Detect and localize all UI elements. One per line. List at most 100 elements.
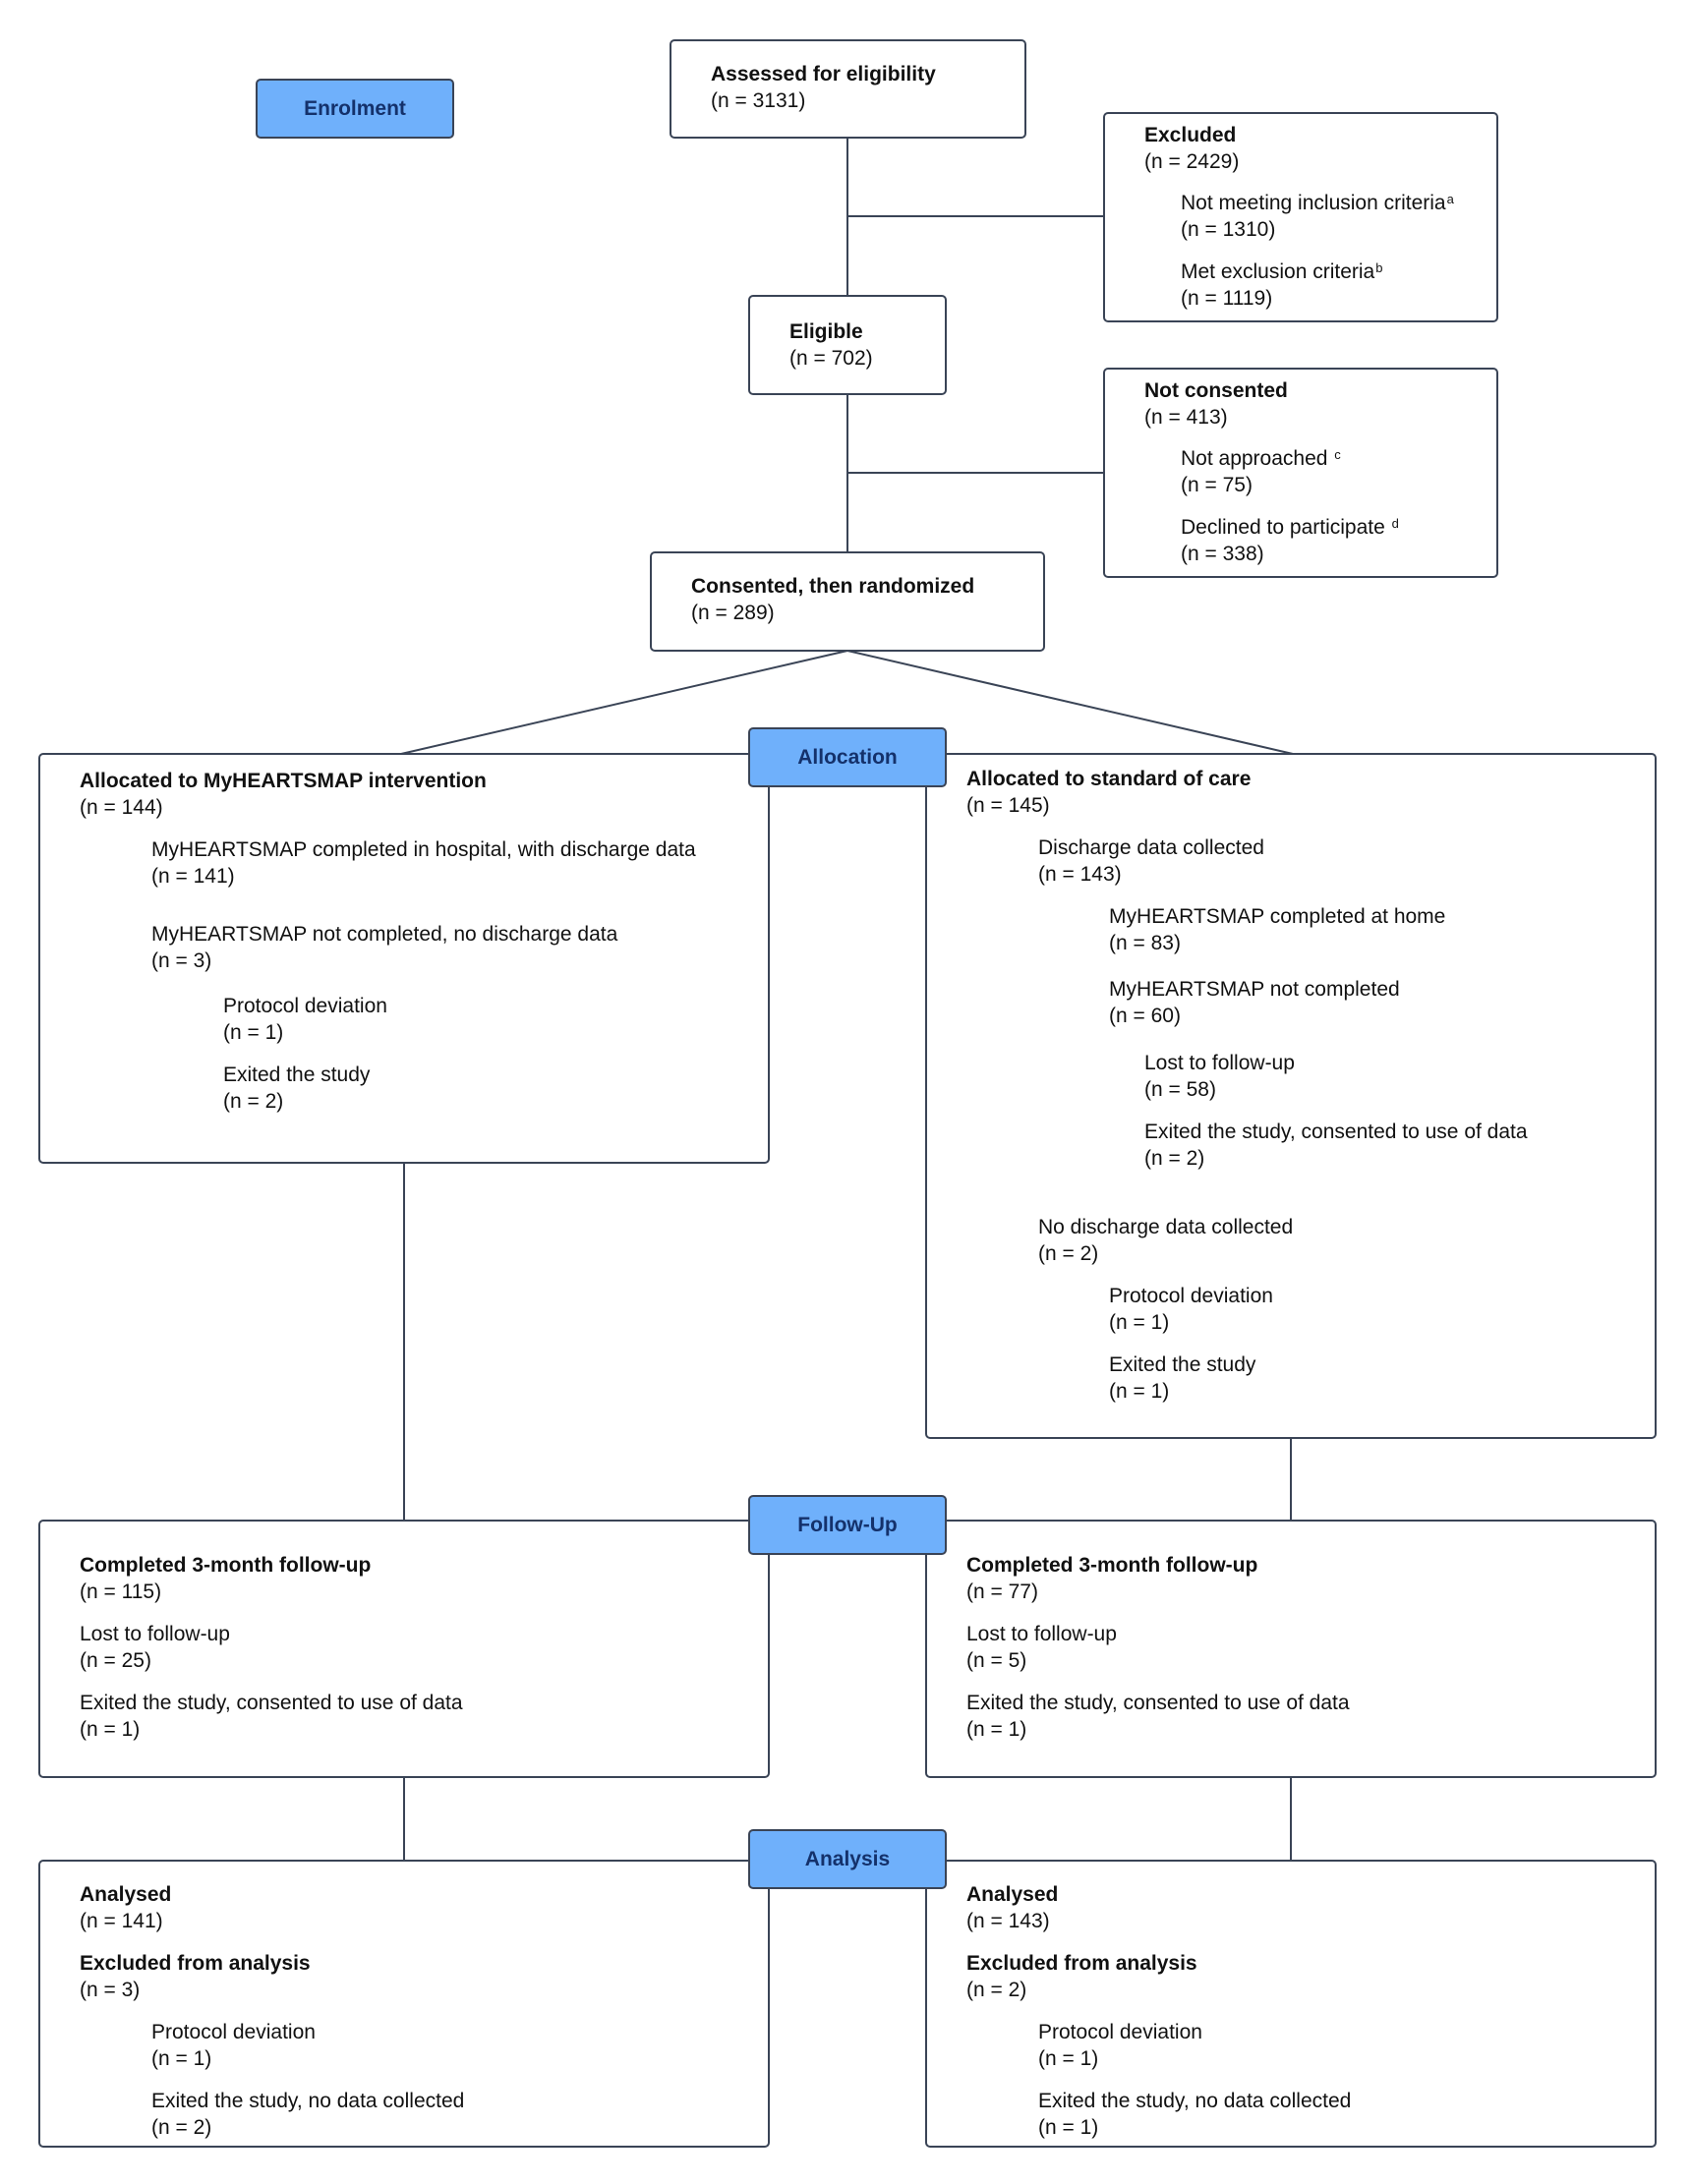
analysis-right-analysed-count: (n = 143) <box>966 1910 1050 1932</box>
connector-randomized-left <box>400 650 848 755</box>
alloc-right-no-discharge-count: (n = 2) <box>1038 1242 1099 1265</box>
alloc-right-lost-count: (n = 58) <box>1144 1078 1216 1101</box>
eligible-title: Eligible <box>789 320 863 343</box>
follow-right-completed-count: (n = 77) <box>966 1581 1038 1603</box>
excluded-box: Excluded (n = 2429) Not meeting inclusio… <box>1103 112 1498 322</box>
exclusion-criteria-label: Met exclusion criteriab <box>1181 259 1382 285</box>
alloc-left-exited-label: Exited the study <box>223 1063 371 1086</box>
alloc-left-deviation-count: (n = 1) <box>223 1021 284 1044</box>
alloc-left-not-completed-count: (n = 3) <box>151 949 212 972</box>
analysis-left-analysed-count: (n = 141) <box>80 1910 163 1932</box>
analysis-right-deviation-count: (n = 1) <box>1038 2047 1099 2070</box>
alloc-right-not-completed-label: MyHEARTSMAP not completed <box>1109 978 1400 1001</box>
footnote-c: c <box>1334 447 1341 462</box>
alloc-left-deviation-label: Protocol deviation <box>223 995 387 1017</box>
alloc-right-deviation-count: (n = 1) <box>1109 1311 1170 1334</box>
exclusion-criteria-text: Met exclusion criteria <box>1181 260 1375 283</box>
alloc-right-deviation-label: Protocol deviation <box>1109 1285 1273 1307</box>
allocation-standard-care-box: Allocated to standard of care (n = 145) … <box>925 753 1657 1439</box>
analysis-intervention-box: Analysed (n = 141) Excluded from analysi… <box>38 1860 770 2148</box>
analysis-right-deviation-label: Protocol deviation <box>1038 2021 1202 2043</box>
follow-left-exited-count: (n = 1) <box>80 1718 141 1741</box>
declined-text: Declined to participate <box>1181 516 1385 539</box>
footnote-b: b <box>1375 260 1383 275</box>
footnote-a: a <box>1446 192 1454 206</box>
analysis-right-exited-count: (n = 1) <box>1038 2116 1099 2139</box>
analysis-left-analysed-label: Analysed <box>80 1883 172 1906</box>
follow-right-lost-label: Lost to follow-up <box>966 1623 1117 1645</box>
alloc-right-exited-label: Exited the study <box>1109 1353 1256 1376</box>
alloc-left-title: Allocated to MyHEARTSMAP intervention <box>80 770 487 792</box>
alloc-right-title: Allocated to standard of care <box>966 768 1252 790</box>
follow-left-exited-label: Exited the study, consented to use of da… <box>80 1692 463 1714</box>
not-consented-count: (n = 413) <box>1144 406 1228 429</box>
assessed-title: Assessed for eligibility <box>711 63 936 86</box>
randomized-title: Consented, then randomized <box>691 575 975 598</box>
allocation-intervention-box: Allocated to MyHEARTSMAP intervention (n… <box>38 753 770 1164</box>
excluded-title: Excluded <box>1144 124 1237 146</box>
analysis-left-excluded-label: Excluded from analysis <box>80 1952 311 1975</box>
not-consented-title: Not consented <box>1144 379 1288 402</box>
eligible-count: (n = 702) <box>789 347 873 370</box>
connector-randomized-right <box>846 650 1294 755</box>
footnote-d: d <box>1391 516 1399 531</box>
stage-allocation: Allocation <box>748 727 947 787</box>
analysis-left-exited-count: (n = 2) <box>151 2116 212 2139</box>
randomized-count: (n = 289) <box>691 602 775 624</box>
alloc-right-discharge-label: Discharge data collected <box>1038 836 1264 859</box>
not-consented-box: Not consented (n = 413) Not approached c… <box>1103 368 1498 578</box>
follow-left-lost-count: (n = 25) <box>80 1649 151 1672</box>
alloc-right-exited-consent-label: Exited the study, consented to use of da… <box>1144 1121 1528 1143</box>
analysis-right-exited-label: Exited the study, no data collected <box>1038 2090 1352 2112</box>
alloc-left-exited-count: (n = 2) <box>223 1090 284 1113</box>
assessed-box: Assessed for eligibility (n = 3131) <box>670 39 1026 139</box>
alloc-right-exited-consent-count: (n = 2) <box>1144 1147 1205 1170</box>
stage-followup: Follow-Up <box>748 1495 947 1555</box>
alloc-right-home-count: (n = 83) <box>1109 932 1181 954</box>
analysis-standard-care-box: Analysed (n = 143) Excluded from analysi… <box>925 1860 1657 2148</box>
eligible-box: Eligible (n = 702) <box>748 295 947 395</box>
not-approached-label: Not approached c <box>1181 445 1341 472</box>
inclusion-criteria-label: Not meeting inclusion criteriaa <box>1181 190 1454 216</box>
alloc-right-discharge-count: (n = 143) <box>1038 863 1122 886</box>
alloc-right-not-completed-count: (n = 60) <box>1109 1005 1181 1027</box>
not-approached-text: Not approached <box>1181 447 1328 470</box>
analysis-right-excluded-label: Excluded from analysis <box>966 1952 1197 1975</box>
followup-standard-care-box: Completed 3-month follow-up (n = 77) Los… <box>925 1520 1657 1778</box>
alloc-right-no-discharge-label: No discharge data collected <box>1038 1216 1294 1238</box>
follow-right-exited-count: (n = 1) <box>966 1718 1027 1741</box>
analysis-right-excluded-count: (n = 2) <box>966 1979 1027 2001</box>
alloc-right-lost-label: Lost to follow-up <box>1144 1052 1295 1074</box>
stage-analysis: Analysis <box>748 1829 947 1889</box>
followup-intervention-box: Completed 3-month follow-up (n = 115) Lo… <box>38 1520 770 1778</box>
follow-right-lost-count: (n = 5) <box>966 1649 1027 1672</box>
inclusion-criteria-text: Not meeting inclusion criteria <box>1181 192 1446 214</box>
declined-count: (n = 338) <box>1181 543 1264 565</box>
follow-left-completed-count: (n = 115) <box>80 1581 162 1603</box>
excluded-count: (n = 2429) <box>1144 150 1240 173</box>
analysis-left-exited-label: Exited the study, no data collected <box>151 2090 465 2112</box>
randomized-box: Consented, then randomized (n = 289) <box>650 551 1045 652</box>
follow-right-completed-label: Completed 3-month follow-up <box>966 1554 1258 1577</box>
not-approached-count: (n = 75) <box>1181 474 1253 496</box>
analysis-left-excluded-count: (n = 3) <box>80 1979 141 2001</box>
follow-left-completed-label: Completed 3-month follow-up <box>80 1554 372 1577</box>
exclusion-criteria-count: (n = 1119) <box>1181 287 1273 310</box>
analysis-right-analysed-label: Analysed <box>966 1883 1059 1906</box>
alloc-left-not-completed-label: MyHEARTSMAP not completed, no discharge … <box>151 923 618 946</box>
analysis-left-deviation-count: (n = 1) <box>151 2047 212 2070</box>
analysis-left-deviation-label: Protocol deviation <box>151 2021 316 2043</box>
alloc-left-completed-count: (n = 141) <box>151 865 235 888</box>
follow-left-lost-label: Lost to follow-up <box>80 1623 230 1645</box>
inclusion-criteria-count: (n = 1310) <box>1181 218 1276 241</box>
alloc-right-home-label: MyHEARTSMAP completed at home <box>1109 905 1446 928</box>
alloc-right-exited-count: (n = 1) <box>1109 1380 1170 1403</box>
declined-label: Declined to participate d <box>1181 514 1399 541</box>
assessed-count: (n = 3131) <box>711 89 806 112</box>
follow-right-exited-label: Exited the study, consented to use of da… <box>966 1692 1350 1714</box>
stage-enrolment: Enrolment <box>256 79 454 139</box>
alloc-left-count: (n = 144) <box>80 796 163 819</box>
alloc-right-count: (n = 145) <box>966 794 1050 817</box>
